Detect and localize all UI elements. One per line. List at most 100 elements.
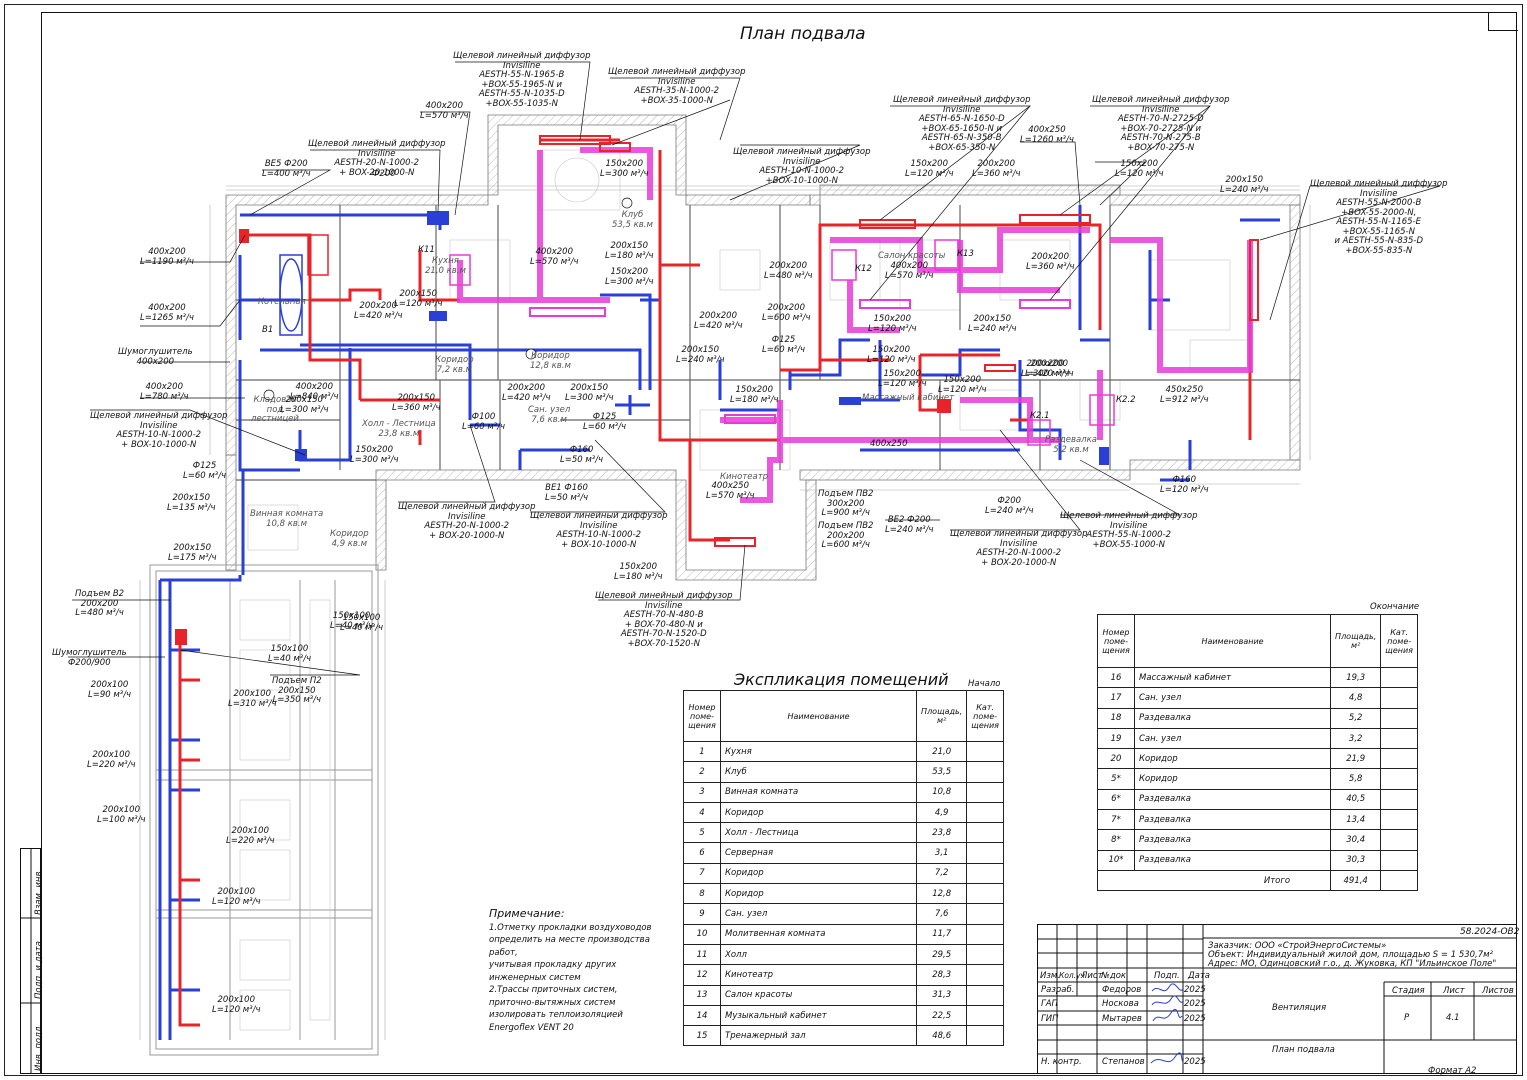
col-header-sign: Подп. — [1154, 971, 1180, 981]
duct-label: К12 — [855, 264, 872, 274]
stage-value: Р — [1404, 1013, 1410, 1023]
room-label: Кладовая под лестницей — [251, 395, 299, 424]
table-cell: 23,8 — [916, 822, 968, 844]
duct-label: 150х100 L=40 м³/ч — [330, 611, 374, 631]
table-cell — [966, 1025, 1004, 1047]
sheet-header: Лист — [1443, 986, 1465, 996]
duct-label: Подъем П2 200х150 L=350 м³/ч — [272, 676, 322, 705]
duct-label: Ф125 L=60 м³/ч — [583, 412, 627, 432]
sheet-corner-box — [1488, 12, 1518, 31]
table-header-cell: Наименование — [1133, 614, 1332, 668]
table-cell — [1380, 809, 1418, 831]
table-cell — [1380, 869, 1418, 892]
duct-label: 200х150 L=240 м³/ч — [1220, 175, 1269, 195]
room-label: Массажный кабинет — [862, 393, 955, 403]
table-cell — [1380, 849, 1418, 871]
duct-label: 200х200 L=420 м³/ч — [354, 301, 403, 321]
table-cell — [966, 862, 1004, 885]
duct-label: 200х100 L=120 м³/ч — [212, 887, 261, 907]
duct-label: ВЕ2 Ф200 L=240 м³/ч — [885, 515, 934, 535]
table-cell: 11 — [683, 943, 721, 966]
table-cell — [1380, 707, 1418, 729]
duct-label: 200х100 L=220 м³/ч — [87, 750, 136, 770]
duct-label: Щелевой линейный диффузор Invisiline AES… — [398, 502, 536, 541]
table-cell: 5,2 — [1330, 707, 1382, 729]
table-cell: 13,4 — [1330, 809, 1382, 831]
duct-label: 200х200 L=600 м³/ч — [762, 303, 811, 323]
duct-label: Подъем В2 200х200 L=480 м³/ч — [75, 589, 125, 618]
duct-label: Шумоглушитель 400х200 — [118, 347, 193, 367]
table-cell: Коридор — [719, 801, 918, 824]
table-cell: 5,8 — [1330, 768, 1382, 790]
table-cell: 6* — [1097, 788, 1135, 811]
stage-header: Стадия — [1392, 986, 1425, 996]
duct-label: 200х150 L=180 м³/ч — [605, 241, 654, 261]
table-header-cell: Кат. поме-щения — [1380, 614, 1418, 668]
table-cell: 21,9 — [1330, 748, 1382, 770]
name-developer: Федоров — [1102, 985, 1142, 995]
duct-label: 200х200 L=420 м³/ч — [1025, 359, 1074, 379]
duct-label: 150х200 L=180 м³/ч — [614, 562, 663, 582]
total-label: Итого — [1096, 869, 1332, 892]
table-header-cell: Номер поме-щения — [683, 690, 721, 742]
duct-label: 200х200 L=420 м³/ч — [502, 383, 551, 403]
table-cell: 8 — [683, 883, 721, 905]
note-line: определить на месте производства — [489, 935, 650, 945]
table-cell: 17 — [1097, 687, 1135, 709]
table-cell: 7,2 — [916, 862, 968, 885]
table-cell: 4,8 — [1330, 687, 1382, 709]
room-label: Кинотеатр — [720, 472, 769, 482]
note-line: 2.Трассы приточных систем, — [489, 985, 618, 995]
duct-label: 150х200 L=120 м³/ч — [867, 345, 916, 365]
room-number-circles — [263, 197, 633, 401]
title-block: 58.2024-ОВ2 Заказчик: ООО «СтройЭнергоСи… — [1037, 924, 1520, 1074]
explication-end-note: Окончание — [1370, 602, 1420, 612]
document-code: 58.2024-ОВ2 — [1460, 927, 1520, 937]
explication-start-note: Начало — [968, 679, 1001, 689]
table-cell: Раздевалка — [1133, 829, 1332, 851]
table-cell: 19 — [1097, 727, 1135, 750]
table-cell: Тренажерный зал — [719, 1025, 918, 1047]
table-cell: 20 — [1097, 748, 1135, 770]
table-cell: Холл - Лестница — [719, 822, 918, 844]
signatures — [1150, 983, 1184, 1064]
table-header-cell: Кат. поме-щения — [966, 690, 1004, 742]
duct-label: 150х200 L=120 м³/ч — [878, 369, 927, 389]
col-header-docnum: №док — [1101, 971, 1127, 981]
table-header-cell: Площадь, м² — [1330, 614, 1382, 668]
duct-label: 400х200 L=1265 м³/ч — [140, 303, 194, 323]
table-cell: 2 — [683, 761, 721, 783]
sheet-inner-frame — [41, 12, 1517, 1074]
note-line: Energoflex VENT 20 — [489, 1022, 574, 1033]
exhaust-ducts — [158, 205, 1280, 1040]
table-cell: 9 — [683, 903, 721, 925]
table-cell — [1380, 788, 1418, 811]
table-cell — [966, 761, 1004, 783]
table-cell: Клуб — [719, 761, 918, 783]
table-cell: 16 — [1097, 666, 1135, 689]
table-cell: 15 — [683, 1025, 721, 1047]
duct-label: Шумоглушитель Ф200/900 — [52, 648, 127, 668]
table-cell: 3,2 — [1330, 727, 1382, 750]
table-cell: 8* — [1097, 829, 1135, 851]
duct-label: 200х100 L=90 м³/ч — [88, 680, 132, 700]
table-cell: 28,3 — [916, 964, 968, 986]
side-stamp-grid — [20, 848, 41, 1074]
duct-label: 200х200 L=360 м³/ч — [972, 159, 1021, 179]
table-cell: Раздевалка — [1133, 788, 1332, 811]
date-developer: 2025 — [1184, 985, 1206, 995]
table-cell: 18 — [1097, 707, 1135, 729]
table-cell: 53,5 — [916, 761, 968, 783]
name-gip: Мытарев — [1102, 1014, 1142, 1024]
